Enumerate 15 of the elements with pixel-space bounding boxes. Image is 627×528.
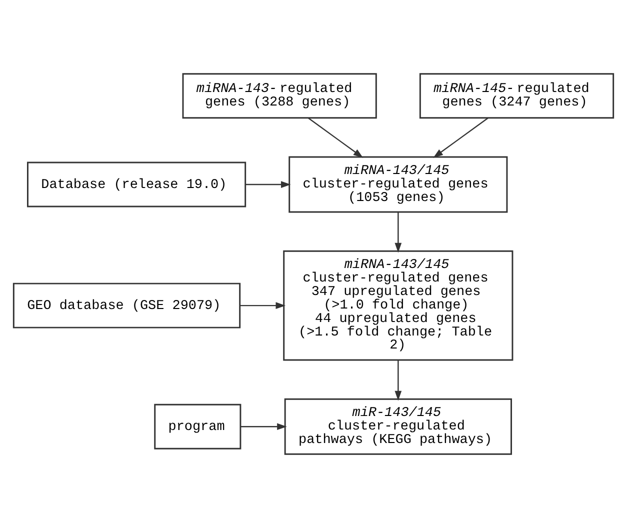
arrow bbox=[308, 118, 364, 158]
arrow bbox=[240, 423, 287, 430]
node-box: miRNA-145- regulated genes (3247 genes) bbox=[419, 73, 614, 119]
node-box: miR-143/145 cluster-regulated pathways (KEGG pathways) bbox=[284, 398, 512, 455]
arrow bbox=[394, 212, 402, 253]
arrow bbox=[433, 118, 488, 158]
node-box: GEO database (GSE 29079) bbox=[12, 282, 241, 328]
node-box: miRNA-143/145 cluster-regulated genes 347 upregulated genes (>1.0 fold change) 44 upregulated genes (>1.5 fold change; Table 2) bbox=[283, 250, 514, 361]
node-box: Database (release 19.0) bbox=[27, 162, 246, 208]
arrow bbox=[240, 302, 286, 309]
node-box: program bbox=[154, 404, 242, 450]
arrow bbox=[245, 181, 291, 188]
node-box: miRNA-143/145 cluster-regulated genes (1053 genes) bbox=[288, 156, 508, 213]
arrow bbox=[394, 360, 402, 401]
node-box: miRNA-143- regulated genes (3288 genes) bbox=[182, 73, 377, 119]
